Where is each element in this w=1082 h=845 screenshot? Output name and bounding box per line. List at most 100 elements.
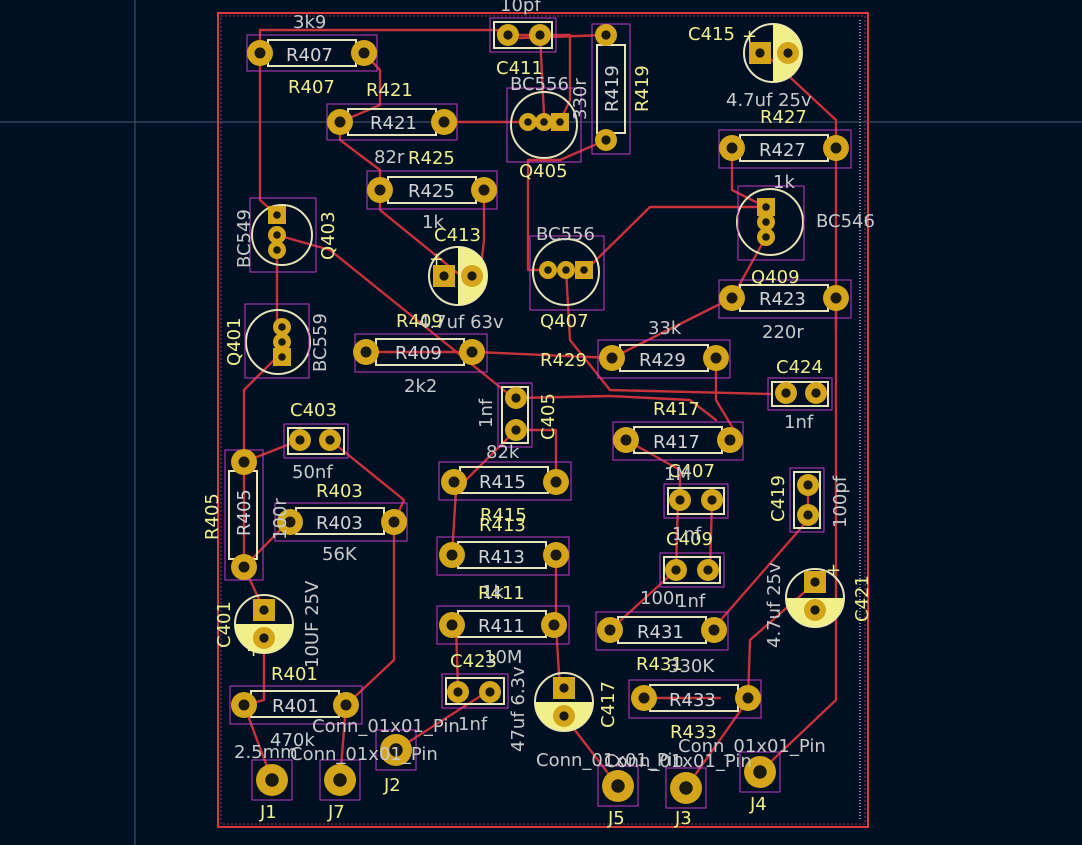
pad-drill-hole <box>783 48 793 58</box>
pad-drill-hole <box>556 118 564 126</box>
j5-value: Conn_01x01_Pin <box>536 750 684 771</box>
r413-value: 1k <box>482 582 504 603</box>
c413-ref: C413 <box>434 225 481 246</box>
q407-value: BC556 <box>536 224 595 245</box>
pad-drill-hole <box>724 434 736 446</box>
r413-fab: R413 <box>478 547 525 568</box>
pad-drill-hole <box>830 142 842 154</box>
pad-drill-hole <box>810 577 820 587</box>
pad-drill-hole <box>762 218 770 226</box>
pad-drill-hole <box>703 565 713 575</box>
pad-drill-hole <box>295 435 305 445</box>
q403-value: BC549 <box>234 209 255 268</box>
pad-drill-hole <box>830 292 842 304</box>
c407-ref: C407 <box>668 461 715 482</box>
c417-ref: C417 <box>598 681 619 728</box>
r431-value: 100r <box>640 588 682 609</box>
c409-value: 1nf <box>676 591 706 612</box>
pad-drill-hole <box>559 711 569 721</box>
c403-value: 50nf <box>292 462 333 483</box>
r411-value: 10M <box>484 647 522 668</box>
pad-drill-hole <box>611 779 625 793</box>
r431-fab: R431 <box>637 622 684 643</box>
pad-drill-hole <box>478 184 490 196</box>
r421-fab: R421 <box>370 113 417 134</box>
r429-ref2: R429 <box>540 350 587 371</box>
polarity-markers: + + + + <box>246 26 841 661</box>
pad-drill-hole <box>333 773 347 787</box>
pad-drill-hole <box>803 510 813 520</box>
r421-value: 82r <box>374 147 405 168</box>
pad-drill-hole <box>601 30 611 40</box>
c405-ref: C405 <box>538 393 559 440</box>
pad-drill-hole <box>638 692 650 704</box>
r407-ref2: R407 <box>288 77 335 98</box>
c401-ref: C401 <box>214 601 235 648</box>
c423-ref: C423 <box>450 651 497 672</box>
pad-drill-hole <box>273 231 281 239</box>
c403-ref: C403 <box>290 400 337 421</box>
pad-drill-hole <box>334 116 346 128</box>
c401-value: 10UF 25V <box>302 580 323 668</box>
pad-drill-hole <box>325 435 335 445</box>
r427-value: 1k <box>773 172 795 193</box>
c413-plus-icon: + <box>429 249 444 270</box>
pad-drill-hole <box>781 388 791 398</box>
r405-fab: R405 <box>234 489 255 536</box>
q409-ref: Q409 <box>751 267 800 288</box>
fab-labels: R407 R421 R425 R427 R423 R409 R429 R417 … <box>234 45 806 717</box>
pad-drill-hole <box>254 47 266 59</box>
pad-drill-hole <box>284 516 296 528</box>
pad-drill-hole <box>485 687 495 697</box>
r429-value: 33k <box>648 318 682 339</box>
pad-drill-hole <box>446 549 458 561</box>
q405-value: BC556 <box>510 74 569 95</box>
r417-value: 1M <box>664 464 691 485</box>
pad-drill-hole <box>742 692 754 704</box>
j1-value: 2.5mm <box>234 742 298 763</box>
j2-value: Conn_01x01_Pin <box>290 744 438 765</box>
r409-fab: R409 <box>395 343 442 364</box>
r407-value: 3k9 <box>293 12 326 33</box>
pad-drill-hole <box>360 346 372 358</box>
pad-drill-hole <box>374 184 386 196</box>
reference-labels: R407 R421 R425 R427 R409 R429 R417 R415 … <box>202 24 873 829</box>
pad-drill-hole <box>550 476 562 488</box>
pad-drill-hole <box>259 605 269 615</box>
r425-fab: R425 <box>408 181 455 202</box>
q409-value: BC546 <box>816 211 875 232</box>
j5-ref: J5 <box>607 808 625 829</box>
r403-value: 56K <box>322 544 358 565</box>
pad-drill-hole <box>726 142 738 154</box>
c424-ref: C424 <box>776 357 823 378</box>
q405-ref: Q405 <box>519 161 568 182</box>
r405-ref2: R405 <box>202 493 223 540</box>
r429-fab: R429 <box>639 350 686 371</box>
pad-drill-hole <box>238 456 250 468</box>
r427-ref2: R427 <box>760 107 807 128</box>
c423-value: 1nf <box>458 714 488 735</box>
r433-fab: R433 <box>669 690 716 711</box>
r421-ref2: R421 <box>366 80 413 101</box>
r401-fab: R401 <box>272 696 319 717</box>
pad-drill-hole <box>708 624 720 636</box>
pad-drill-hole <box>604 624 616 636</box>
board-edge <box>217 12 869 828</box>
pad-drill-hole <box>559 683 569 693</box>
pad-drill-hole <box>762 233 770 241</box>
value-labels: 3k9 10pf 4.7uf 25v 82r 1k 1k BC556 BC556… <box>234 0 875 772</box>
pad-drill-hole <box>278 323 286 331</box>
pad-drill-hole <box>388 516 400 528</box>
r415-fab: R415 <box>479 472 526 493</box>
c411-value: 10pf <box>500 0 541 16</box>
q403-ref: Q403 <box>318 211 339 260</box>
j1-ref: J1 <box>259 802 277 823</box>
r407-fab: R407 <box>286 45 333 66</box>
pad-drill-hole <box>273 246 281 254</box>
pad-drill-hole <box>446 619 458 631</box>
c405-value: 1nf <box>476 398 497 428</box>
c407-value: 1nf <box>672 524 702 545</box>
r403-ref2: R403 <box>316 481 363 502</box>
j3-value: Conn_01x01_Pin <box>604 751 752 772</box>
pad-drill-hole <box>755 48 765 58</box>
